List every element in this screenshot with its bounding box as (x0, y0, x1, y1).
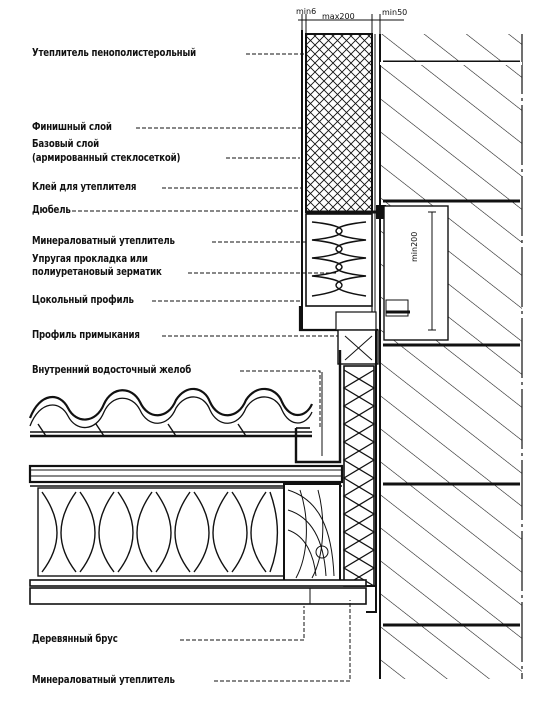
dimension-min50: min50 (382, 8, 408, 17)
label-eps-insulation: Утеплитель пенополистерольный (32, 47, 196, 59)
label-wooden-beam: Деревянный брус (32, 633, 118, 645)
dimension-min200: min200 (410, 231, 419, 262)
plinth-profile (298, 306, 378, 332)
label-polyurethane-sealant: полиуретановый зерматик (32, 266, 162, 278)
wooden-beam (283, 483, 341, 583)
dimension-lines (298, 14, 436, 331)
label-plinth-profile: Цокольный профиль (32, 294, 134, 306)
ceiling-boards (29, 579, 377, 613)
insert-frame (383, 205, 449, 341)
leader-lines (72, 53, 351, 682)
label-mineral-wool-upper: Минераловатный утеплитель (32, 235, 175, 247)
masonry-wall (379, 34, 523, 679)
label-elastic-gasket: Упругая прокладка или (32, 253, 148, 265)
label-insulation-glue: Клей для утеплителя (32, 181, 137, 193)
mineral-wool-panel-upper (305, 213, 373, 307)
label-internal-gutter: Внутренний водосточный желоб (32, 364, 192, 376)
roof-tiles (28, 387, 314, 438)
label-finish-layer: Финишный слой (32, 121, 112, 133)
mineral-wool-roof-batts (37, 487, 285, 577)
mineral-wool-strip-lower (337, 329, 379, 610)
internal-gutter (294, 350, 342, 464)
label-junction-profile: Профиль примыкания (32, 329, 140, 341)
label-base-layer: Базовый слой (32, 138, 99, 150)
dimension-max200: max200 (322, 12, 355, 21)
label-base-layer-note: (армированный стеклосеткой) (32, 152, 181, 164)
label-mineral-wool-lower: Минераловатный утеплитель (32, 674, 175, 686)
label-dowel: Дюбель (32, 204, 71, 216)
roof-slab (28, 464, 344, 487)
dimension-min6: min6 (296, 7, 317, 16)
